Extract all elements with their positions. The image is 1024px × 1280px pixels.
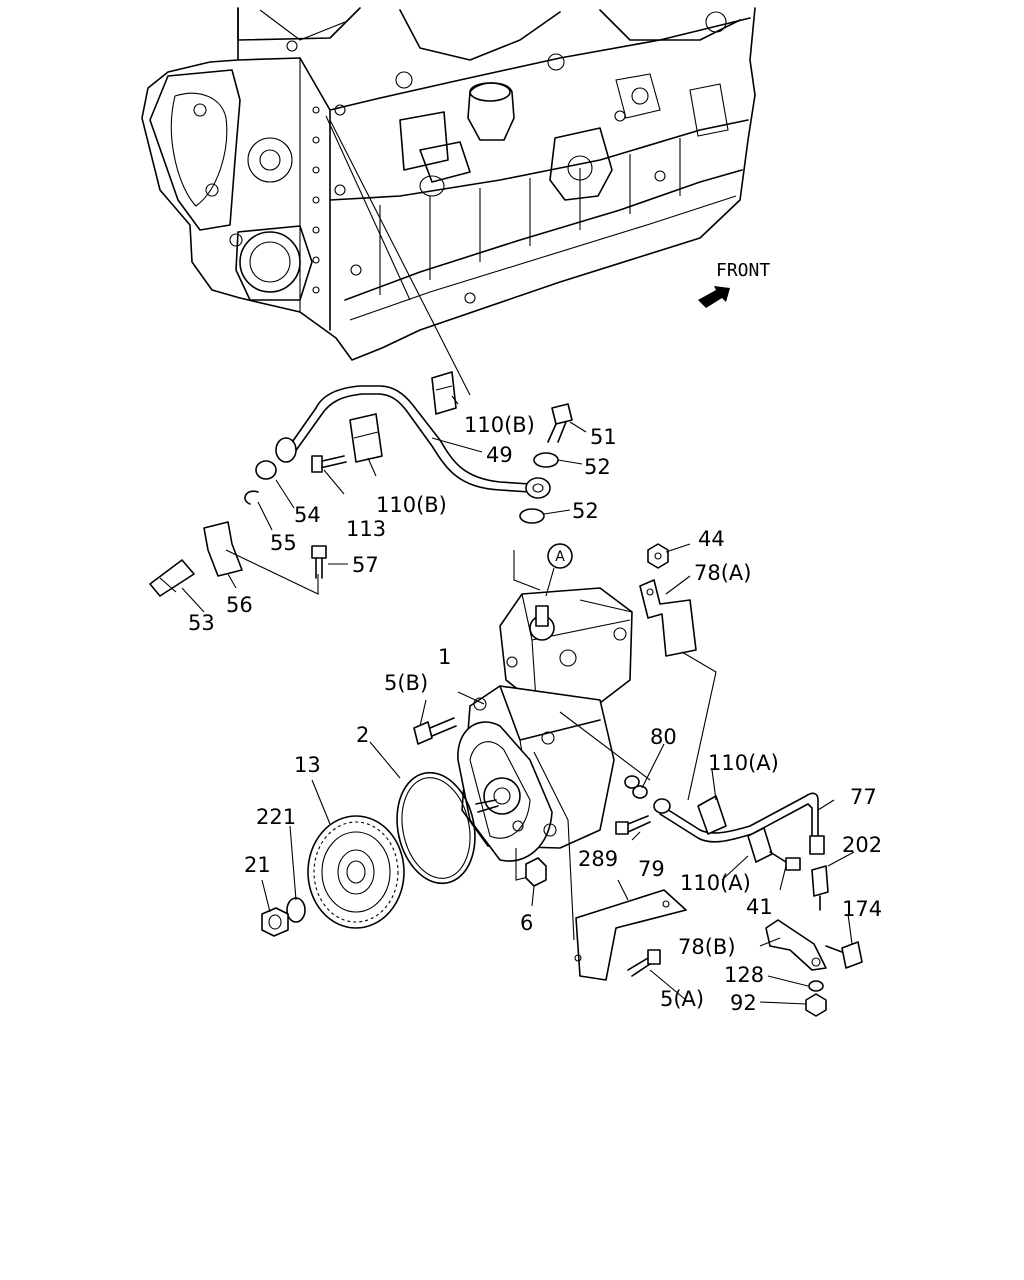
bracket-56 bbox=[203, 521, 243, 577]
pipe-clip-110b-upper bbox=[431, 371, 457, 415]
callout-79: 79 bbox=[638, 857, 665, 881]
callout-57: 57 bbox=[352, 553, 379, 577]
marker-letter: A bbox=[555, 549, 565, 565]
o-ring-2 bbox=[396, 771, 476, 885]
front-label: FRONT bbox=[716, 260, 770, 281]
callout-49: 49 bbox=[486, 443, 513, 467]
callout-6: 6 bbox=[520, 911, 533, 935]
callout-41: 41 bbox=[746, 895, 773, 919]
front-arrow-icon bbox=[698, 286, 730, 308]
callout-221: 221 bbox=[256, 805, 296, 829]
bolt-5b bbox=[413, 717, 457, 745]
connection-marker-a: A bbox=[545, 543, 573, 597]
nut-21 bbox=[261, 907, 289, 937]
callout-92: 92 bbox=[730, 991, 757, 1015]
washer-52-lower bbox=[519, 508, 545, 524]
callout-55: 55 bbox=[270, 531, 297, 555]
nut-6 bbox=[525, 857, 547, 887]
callout-78b: 78(B) bbox=[678, 935, 736, 959]
washer-221 bbox=[286, 897, 306, 923]
callout-13: 13 bbox=[294, 753, 321, 777]
callout-5b: 5(B) bbox=[384, 671, 428, 695]
callout-1: 1 bbox=[438, 645, 451, 669]
callout-110b-lower: 110(B) bbox=[376, 493, 447, 517]
washer-128 bbox=[808, 980, 824, 992]
callout-110a-lower: 110(A) bbox=[680, 871, 751, 895]
bracket-289 bbox=[574, 889, 687, 981]
bolt-41 bbox=[769, 851, 801, 871]
pipe-clip-110a-lower bbox=[747, 827, 773, 863]
callout-202: 202 bbox=[842, 833, 882, 857]
bolt-5a bbox=[627, 949, 661, 977]
callout-77: 77 bbox=[850, 785, 877, 809]
drive-gear-13 bbox=[307, 815, 405, 929]
callout-113: 113 bbox=[346, 517, 386, 541]
callout-53: 53 bbox=[188, 611, 215, 635]
bolt-174 bbox=[825, 941, 863, 969]
ring-55 bbox=[244, 490, 259, 505]
bracket-78b bbox=[765, 919, 827, 971]
callout-51: 51 bbox=[590, 425, 617, 449]
bracket-78a bbox=[639, 579, 717, 801]
bolt-79 bbox=[615, 815, 651, 835]
callout-110b-upper: 110(B) bbox=[464, 413, 535, 437]
fitting-53 bbox=[149, 559, 195, 597]
washer-52-upper bbox=[533, 452, 559, 468]
callout-78a: 78(A) bbox=[694, 561, 751, 585]
bolt-57 bbox=[311, 545, 327, 579]
bolt-113 bbox=[311, 455, 347, 473]
callout-52-upper: 52 bbox=[584, 455, 611, 479]
callout-21: 21 bbox=[244, 853, 271, 877]
washer-54 bbox=[255, 460, 277, 480]
callout-56: 56 bbox=[226, 593, 253, 617]
union-bolt-51 bbox=[547, 403, 573, 443]
nut-44 bbox=[647, 543, 669, 569]
callout-110a-upper: 110(A) bbox=[708, 751, 779, 775]
callout-44: 44 bbox=[698, 527, 725, 551]
callout-5a: 5(A) bbox=[660, 987, 704, 1011]
front-indicator: FRONT bbox=[698, 260, 770, 308]
callout-54: 54 bbox=[294, 503, 321, 527]
callout-174: 174 bbox=[842, 897, 882, 921]
callout-289: 289 bbox=[578, 847, 618, 871]
connector-202 bbox=[811, 865, 829, 911]
oil-pipe-49 bbox=[275, 385, 551, 499]
callout-52-lower: 52 bbox=[572, 499, 599, 523]
engine-block bbox=[141, 7, 756, 396]
callout-80: 80 bbox=[650, 725, 677, 749]
pipe-clip-110b-lower bbox=[349, 413, 383, 463]
leader-lines bbox=[181, 395, 855, 1005]
pipe-clip-110a-upper bbox=[697, 795, 727, 835]
callout-2: 2 bbox=[356, 723, 369, 747]
callout-labels: 110(B) 51 49 52 110(B) 52 54 113 44 55 5… bbox=[188, 413, 882, 1015]
callout-128: 128 bbox=[724, 963, 764, 987]
air-compressor-1 bbox=[457, 550, 651, 941]
nut-92 bbox=[805, 993, 827, 1017]
air-pipe-77 bbox=[653, 792, 825, 855]
washer-80 bbox=[624, 775, 648, 799]
